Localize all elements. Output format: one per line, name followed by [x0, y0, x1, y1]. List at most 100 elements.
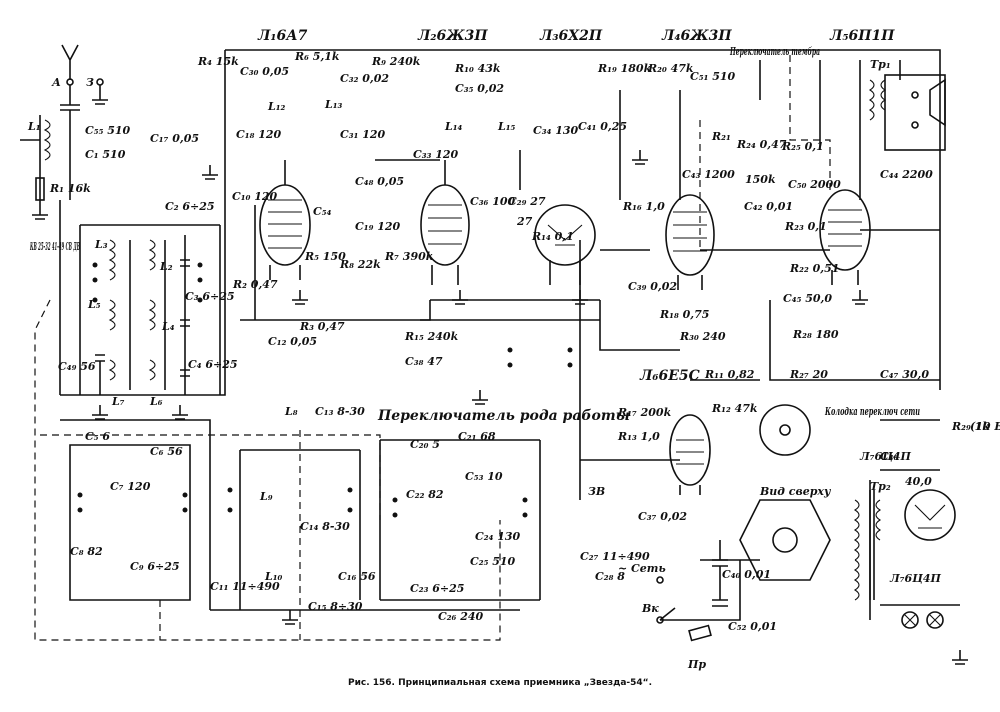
label-l4: L₄	[161, 320, 175, 333]
label-r3: R₃ 0,47	[299, 320, 345, 333]
switch-labels: Переключатель тембра Переключатель рода …	[377, 45, 920, 498]
label-c42: C₄₂ 0,01	[744, 200, 793, 213]
label-r11: R₁₁ 0,82	[704, 368, 755, 381]
mains-input	[656, 540, 728, 642]
label-c34: C₃₄ 130	[533, 124, 579, 137]
label-l15: L₁₅	[497, 120, 516, 133]
tube-socket	[739, 404, 831, 581]
label-c30: C₃₀ 0,05	[240, 65, 289, 78]
supply-buses	[59, 49, 941, 621]
label-r15: R₁₅ 240k	[404, 330, 459, 343]
label-l6: L₆	[149, 395, 163, 408]
label-c53: C₅₃ 10	[465, 470, 503, 483]
tube-l7	[904, 489, 956, 541]
label-c7: C₇ 120	[110, 480, 151, 493]
label-c23: C₂₃ 6÷25	[410, 582, 464, 595]
label-c40: C₄₀ 0,01	[722, 568, 771, 581]
label-c18: C₁₈ 120	[236, 128, 282, 141]
label-c49: C₄₉ 56	[58, 360, 96, 373]
band-label: КВ 25-32 41-49 СВ ДВ	[30, 240, 80, 253]
label-l2: L₂	[159, 260, 173, 273]
label-c54: C₅₄	[313, 205, 332, 218]
label-r13: R₁₃ 1,0	[617, 430, 660, 443]
tube-l3	[534, 204, 596, 285]
label-l14: L₁₄	[444, 120, 463, 133]
band-switch-contacts	[77, 262, 573, 518]
label-r21: R₂₁	[711, 130, 731, 143]
terminal-labels: А З ~ Сеть Вк Пр ЗВ КВ 25-32 41-49 СВ ДВ…	[30, 58, 891, 671]
label-c55: C₅₅ 510	[85, 124, 131, 137]
label-r12: R₁₂ 47k	[711, 402, 758, 415]
mode-switch-label: Переключатель рода работы	[377, 408, 630, 424]
label-c21: C₂₁ 68	[458, 430, 496, 443]
label-c27: C₂₇ 11÷490	[580, 550, 650, 563]
label-c8: C₈ 82	[70, 545, 103, 558]
tr2-label: Тр₂	[870, 480, 891, 493]
label-c47: C₄₇ 30,0	[880, 368, 929, 381]
label-r18: R₁₈ 0,75	[659, 308, 709, 321]
pickup-label: ЗВ	[588, 485, 605, 498]
label-l12: L₁₂	[267, 100, 286, 113]
label-r23: R₂₃ 0,1	[784, 220, 827, 233]
antenna-input	[20, 44, 108, 220]
coil-block	[95, 235, 190, 395]
label-c51: C₅₁ 510	[690, 70, 736, 83]
label-c33: C₃₃ 120	[413, 148, 459, 161]
label-c46: C₄₆	[880, 450, 899, 463]
tube-l2	[420, 160, 470, 285]
label-c52: C₅₂ 0,01	[728, 620, 777, 633]
tube-l3-label: Л₃6Х2П	[539, 28, 603, 44]
label-r22: R₂₂ 0,51	[789, 262, 839, 275]
label-r27: R₂₇ 20	[789, 368, 828, 381]
label-r25: R₂₅ 0,1	[781, 140, 824, 153]
label-c28: C₂₈ 8	[595, 570, 625, 583]
label-l7: L₇	[111, 395, 125, 408]
label-c2: C₂ 6÷25	[165, 200, 215, 213]
label-c37: C₃₇ 0,02	[638, 510, 687, 523]
antenna-label: А	[51, 76, 61, 89]
label-c13: C₁₃ 8-30	[315, 405, 365, 418]
label-r19: R₁₉ 180k	[597, 62, 652, 75]
ground-terminal-label: З	[86, 76, 94, 89]
label-c32: C₃₂ 0,02	[340, 72, 389, 85]
label-c11: C₁₁ 11÷490	[210, 580, 280, 593]
label-c41: C₄₁ 0,25	[578, 120, 627, 133]
tube-l7-label-a: Л₇6Ц4П	[859, 450, 911, 463]
tube-l5-label: Л₅6П1П	[829, 28, 895, 44]
output-transformer	[868, 74, 946, 151]
tube-l4	[665, 194, 715, 290]
label-c39: C₃₉ 0,02	[628, 280, 677, 293]
label-c19: C₁₉ 120	[355, 220, 401, 233]
label-r24: R₂₄ 0,47	[736, 138, 787, 151]
label-c1: C₁ 510	[85, 148, 126, 161]
label-r6: R₆ 5,1k	[294, 50, 340, 63]
label-l13: L₁₃	[324, 98, 343, 111]
label-c25: C₂₅ 510	[470, 555, 516, 568]
label-l10: L₁₀	[264, 570, 283, 583]
label-r29: R₂₉ 1k	[951, 420, 990, 433]
label-r17: R₁₇ 200k	[617, 406, 672, 419]
label-c36: C₃₆ 100	[470, 195, 516, 208]
label-c48: C₄₈ 0,05	[355, 175, 404, 188]
label-c16: C₁₆ 56	[338, 570, 376, 583]
label-c43: C₄₃ 1200	[682, 168, 735, 181]
label-r30: R₃₀ 240	[679, 330, 726, 343]
tube-l1-label: Л₁6А7	[257, 28, 308, 44]
label-c26: C₂₆ 240	[438, 610, 484, 623]
tube-labels: Л₁6А7 Л₂6Ж3П Л₃6Х2П Л₄6Ж3П Л₅6П1П Л₆6Е5С…	[257, 28, 941, 585]
label-c6: C₆ 56	[150, 445, 183, 458]
top-view-label: Вид сверху	[759, 485, 832, 498]
tube-l5	[819, 189, 871, 285]
tube-l6-label: Л₆6Е5С	[639, 368, 700, 384]
label-c38: C₃₈ 47	[405, 355, 443, 368]
label-c15: C₁₅ 8÷30	[308, 600, 363, 613]
label-w10: (10 Вт)	[970, 420, 1000, 433]
label-l5: L₅	[87, 298, 101, 311]
label-l8: L₈	[284, 405, 298, 418]
switch-label: Вк	[641, 602, 659, 615]
label-r10: R₁₀ 43k	[454, 62, 501, 75]
ground-symbols	[92, 150, 968, 665]
label-l3: L₃	[94, 238, 108, 251]
